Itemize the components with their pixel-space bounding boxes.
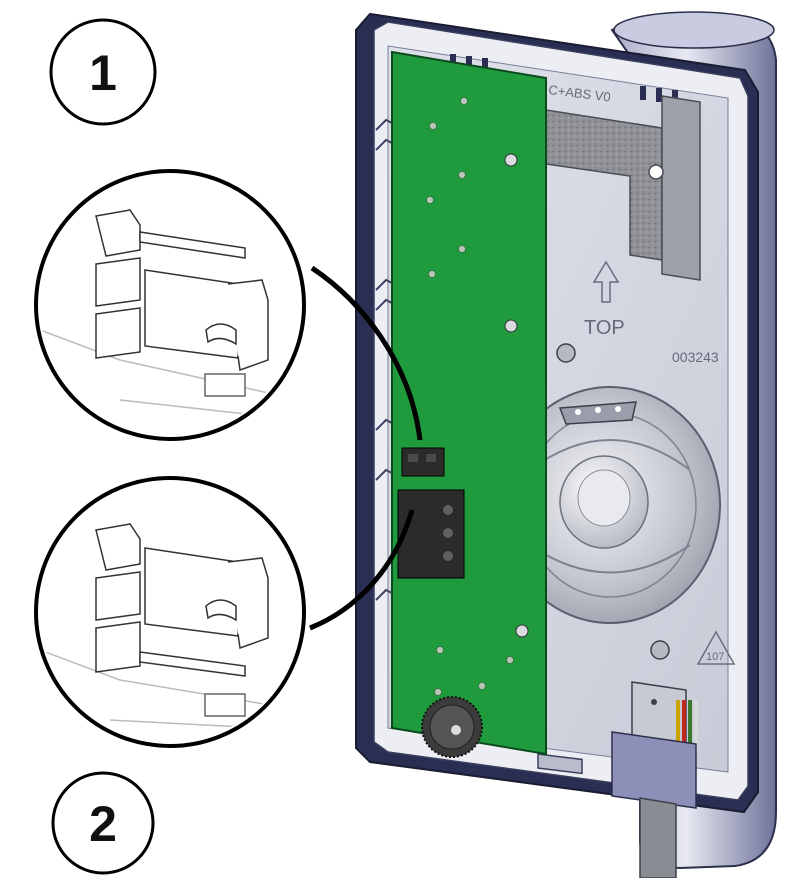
- jumper-header: [401, 447, 445, 477]
- recycle-icon: [696, 630, 736, 665]
- recycle-code-mark: 107: [706, 651, 724, 663]
- callout-number-2: 2: [89, 796, 117, 852]
- terminal-block: [397, 489, 465, 579]
- pcb-board: [391, 50, 547, 756]
- adjustment-wheel: [421, 696, 483, 758]
- leader-lines: [309, 265, 423, 631]
- leader-line-bottom: [309, 509, 415, 631]
- callout-number-1: 1: [89, 45, 117, 101]
- foam-block: [545, 95, 701, 281]
- speaker: [499, 343, 721, 660]
- cable-entry: [611, 681, 698, 878]
- zoom-detail-position-1: [34, 169, 306, 441]
- part-code-mark: 003243: [672, 349, 719, 365]
- zoom-detail-position-2: [34, 476, 306, 748]
- leader-line-top: [310, 265, 423, 441]
- orientation-mark: TOP: [584, 317, 625, 339]
- top-arrow-icon: [592, 260, 620, 303]
- callout-badge-2: 2: [51, 771, 155, 875]
- callout-badge-1: 1: [49, 18, 157, 126]
